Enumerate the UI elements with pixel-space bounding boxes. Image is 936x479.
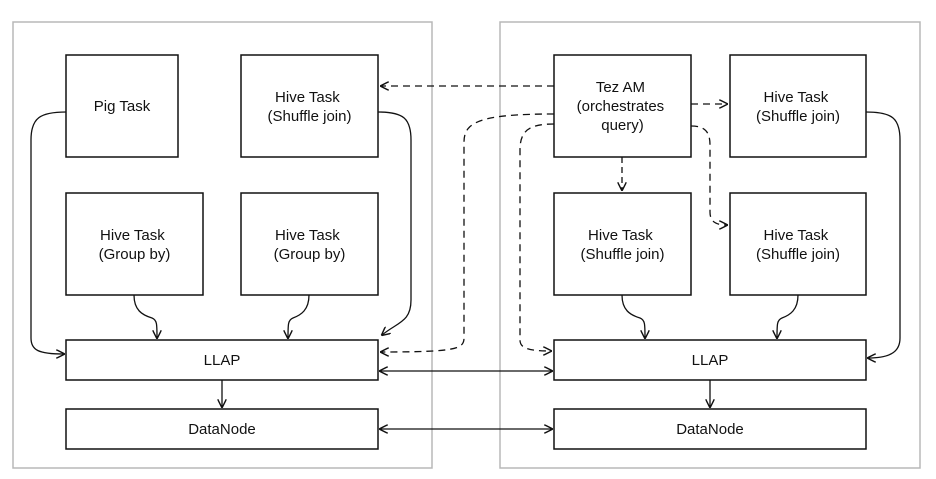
right-llap-box: LLAP bbox=[553, 339, 867, 381]
bottom-right-hive-to-llap-arrow bbox=[777, 294, 799, 338]
right-node-container bbox=[499, 21, 921, 469]
pig-task-to-llap-arrow bbox=[30, 111, 67, 354]
group-by-2-to-llap-arrow bbox=[288, 294, 310, 338]
right-datanode-label: DataNode bbox=[676, 421, 744, 438]
hive-task-shuffle-join-box-top-right: Hive Task (Shuffle join) bbox=[729, 54, 867, 158]
left-datanode-label: DataNode bbox=[188, 421, 256, 438]
left-llap-box: LLAP bbox=[65, 339, 379, 381]
tez-am-to-left-llap-dashed-arrow bbox=[381, 113, 555, 352]
group-by-1-to-llap-arrow bbox=[133, 294, 157, 338]
hive-task-shuffle-join-box-bottom-right: Hive Task (Shuffle join) bbox=[729, 192, 867, 296]
right-llap-label: LLAP bbox=[692, 352, 729, 369]
hive-task-shuffle-join-box-mid: Hive Task (Shuffle join) bbox=[553, 192, 692, 296]
hive-task-shuffle-join-label-mid: Hive Task (Shuffle join) bbox=[581, 227, 665, 263]
pig-task-label: Pig Task bbox=[94, 98, 151, 115]
left-node-container bbox=[12, 21, 433, 469]
tez-am-box: Tez AM (orchestrates query) bbox=[553, 54, 692, 158]
mid-hive-to-llap-arrow bbox=[621, 294, 645, 338]
tez-am-to-right-llap-dashed-arrow bbox=[519, 123, 555, 351]
left-datanode-box: DataNode bbox=[65, 408, 379, 450]
hive-task-group-by-label-1: Hive Task (Group by) bbox=[99, 227, 171, 263]
hive-shuffle-to-llap-arrow bbox=[377, 111, 412, 335]
left-llap-label: LLAP bbox=[204, 352, 241, 369]
tez-am-label: Tez AM (orchestrates query) bbox=[577, 79, 669, 134]
top-right-hive-to-llap-arrow bbox=[865, 111, 901, 358]
hive-task-shuffle-join-label: Hive Task (Shuffle join) bbox=[268, 89, 352, 125]
tez-am-to-bottom-right-hive-dashed-arrow bbox=[690, 125, 727, 225]
hive-task-shuffle-join-label-bottom-right: Hive Task (Shuffle join) bbox=[756, 227, 840, 263]
pig-task-box: Pig Task bbox=[65, 54, 179, 158]
hive-task-group-by-label-2: Hive Task (Group by) bbox=[274, 227, 346, 263]
right-datanode-box: DataNode bbox=[553, 408, 867, 450]
hive-task-group-by-box-2: Hive Task (Group by) bbox=[240, 192, 379, 296]
hive-task-shuffle-join-box: Hive Task (Shuffle join) bbox=[240, 54, 379, 158]
hive-task-shuffle-join-label-top-right: Hive Task (Shuffle join) bbox=[756, 89, 840, 125]
hive-task-group-by-box-1: Hive Task (Group by) bbox=[65, 192, 204, 296]
